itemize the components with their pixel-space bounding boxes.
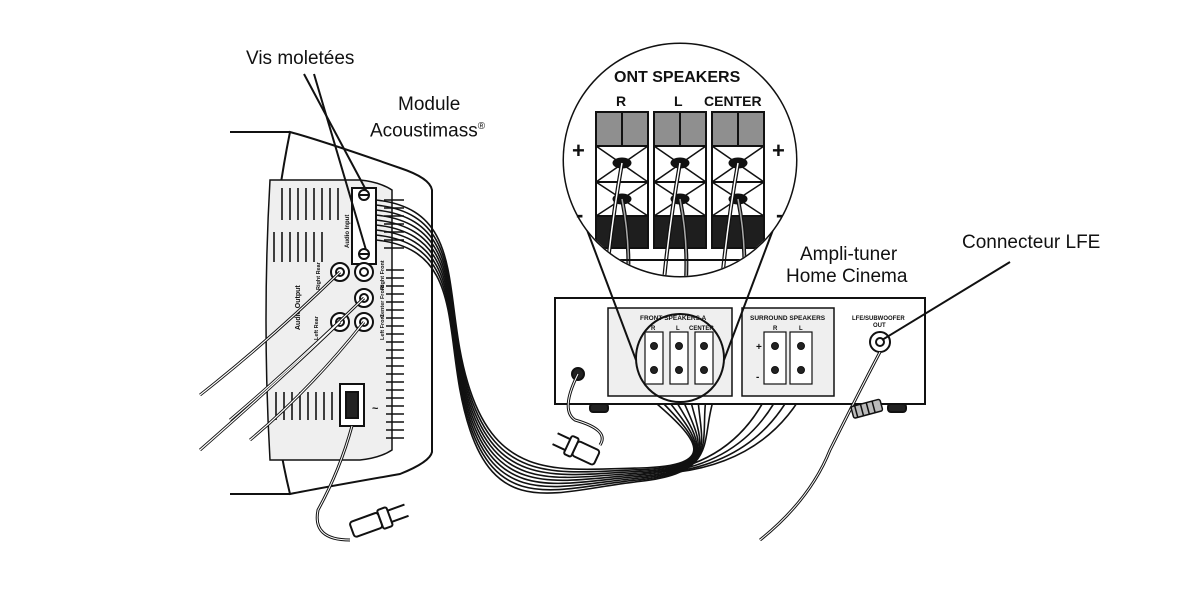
left-rear-label: Left Rear [314,315,320,340]
left-front-label: Left Front [380,314,386,340]
magnifier-label-center: CENTER [704,93,762,109]
rx-front-label-l: L [676,326,680,332]
module-callout-line2: Acoustimass® [370,116,485,142]
rx-terminal-post [700,342,708,350]
module-vent-left [273,188,339,420]
module-panel-labels: Audio Input Audio Output Right Rear Righ… [295,215,386,415]
acoustimass-module [230,130,433,496]
module-callout-name: Acoustimass [370,120,478,142]
magnifier-plus-right: + [772,138,785,163]
magnifier-header: ONT SPEAKERS [614,69,741,86]
rx-surround-header: SURROUND SPEAKERS [750,315,826,322]
rx-surround-minus: - [756,372,759,383]
rx-surround-label-l: L [799,326,803,332]
rx-front-label-center: CENTER [689,326,714,332]
surround-speaker-terminals [763,331,813,385]
callout-leaders [303,73,1011,341]
bundle-wire [375,224,701,485]
bundle-wire [375,234,707,491]
rx-front-label-r: R [651,326,656,332]
bundle-wire [375,199,695,471]
receiver-callout-line2: Home Cinema [786,266,908,287]
rx-terminal-post [700,366,708,374]
rx-terminal-post [675,342,683,350]
rx-terminal-post [675,366,683,374]
magnifier-label-r: R [616,93,626,109]
module-callout-line1: Module [398,94,461,115]
rx-front-header: FRONT SPEAKERS A [640,315,707,322]
lfe-connector-callout: Connecteur LFE [962,232,1101,253]
bundle-wire [375,209,697,476]
rx-surround-plus: + [756,342,762,353]
rx-terminal-post [650,342,658,350]
power-symbol: ~ [372,403,379,415]
front-speaker-terminals [644,331,714,385]
thumb-screws-callout: Vis moletées [246,48,355,69]
module-vent-right [384,199,404,439]
rx-terminal-post [771,366,779,374]
rx-terminal-post [797,342,805,350]
bundle-wire [375,239,715,494]
bundle-wire [375,204,696,473]
right-rear-label: Right Rear [316,261,322,290]
rx-lfe-line1: LFE/SUBWOOFER [852,316,905,322]
surround-speakers-panel [741,307,835,397]
receiver-callout-line1: Ampli-tuner [800,244,898,265]
registered-mark: ® [477,121,486,132]
audio-output-label: Audio Output [295,285,302,330]
receiver-power-cord [552,373,604,466]
receiver-zoom-circle [635,313,725,403]
center-front-label: Center Front [380,285,386,318]
bundle-wire [375,214,698,479]
magnifier-label-l: L [674,93,683,109]
bundle-wire [375,229,703,488]
audio-input-label: Audio Input [345,215,351,248]
magnifier: ONT SPEAKERS R L CENTER + + - - [562,42,798,278]
rx-surround-label-r: R [773,326,778,332]
rx-lfe-line2: OUT [873,323,886,329]
magnifier-minus-right: - [776,202,783,227]
right-front-label: Right Front [380,260,386,290]
rx-terminal-post [771,342,779,350]
bundle-wire [375,219,699,482]
module-power-cord [315,425,409,542]
rx-terminal-post [797,366,805,374]
lfe-cable [759,351,884,542]
magnifier-plus-left: + [572,138,585,163]
rx-terminal-post [650,366,658,374]
magnifier-minus-left: - [576,202,583,227]
